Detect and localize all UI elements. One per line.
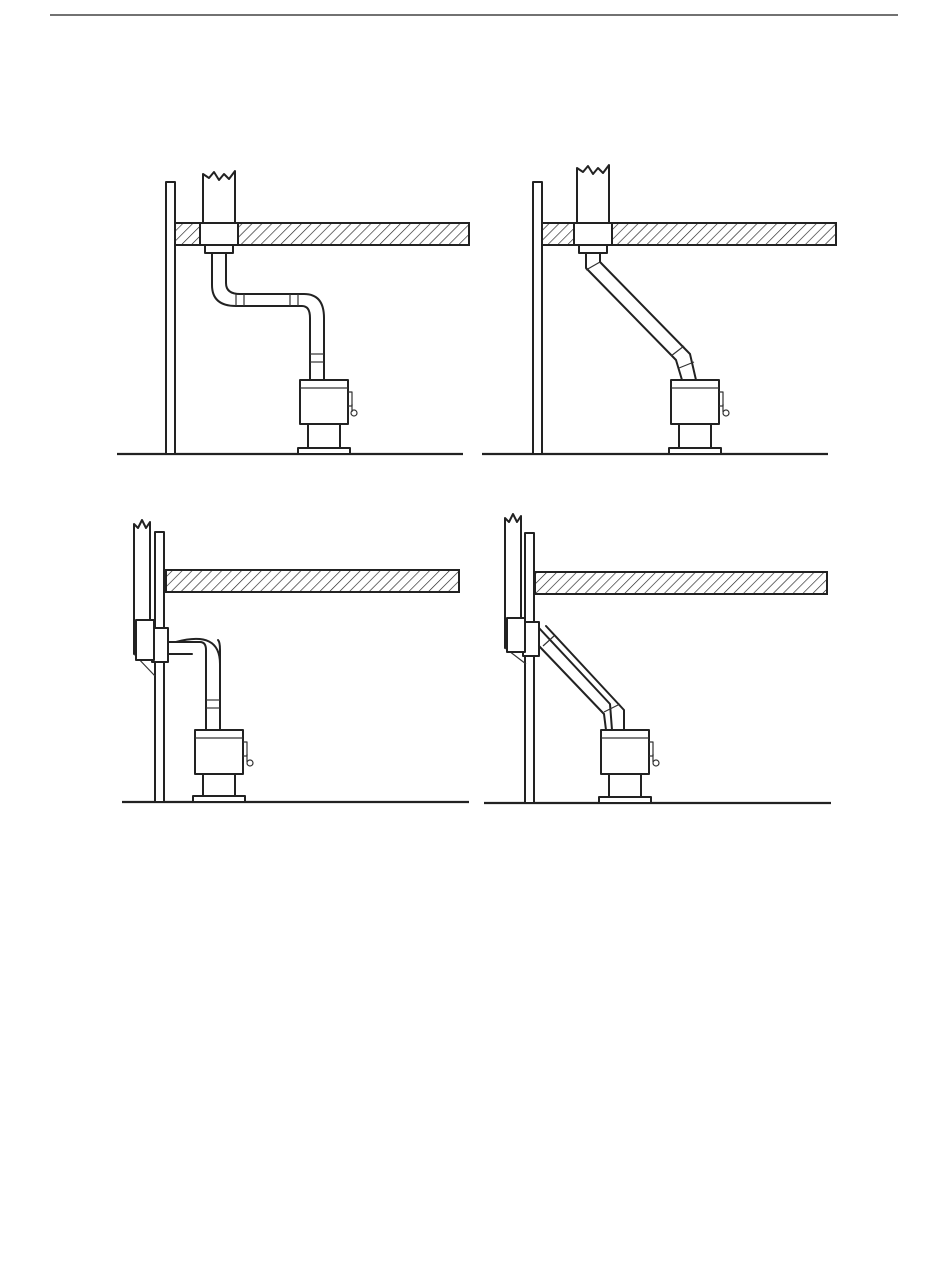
- tee-connection: [136, 620, 154, 660]
- wall: [166, 182, 175, 454]
- wall: [155, 532, 164, 802]
- ceiling-support-box: [200, 223, 238, 245]
- diagram-wall-angled: [484, 514, 831, 803]
- chimney-pipe: [577, 165, 609, 223]
- wall: [533, 182, 542, 454]
- support-collar: [205, 245, 233, 253]
- pipe-joint: [586, 262, 600, 270]
- wood-stove: [298, 380, 357, 454]
- connector-pipe-inner: [600, 253, 696, 380]
- connector-pipe: [586, 253, 682, 380]
- pipe-joint: [604, 704, 620, 712]
- ceiling-slab: [535, 572, 827, 594]
- ceiling-support-box: [574, 223, 612, 245]
- pipe-joint: [671, 346, 684, 356]
- wood-stove: [193, 730, 253, 802]
- tee-connection: [507, 618, 525, 652]
- diagram-wall-elbow: [122, 520, 469, 802]
- connector-pipe: [539, 628, 612, 730]
- chimney-pipe: [203, 171, 235, 223]
- connector-pipe: [168, 642, 206, 730]
- wall: [525, 533, 534, 803]
- diagram-ceiling-angled: [482, 165, 836, 454]
- wood-stove: [669, 380, 729, 454]
- support-collar: [579, 245, 607, 253]
- wood-stove: [599, 730, 659, 803]
- ceiling-slab: [166, 570, 459, 592]
- diagram-ceiling-offset-elbows: [117, 171, 469, 454]
- connector-pipe-inner: [168, 640, 220, 730]
